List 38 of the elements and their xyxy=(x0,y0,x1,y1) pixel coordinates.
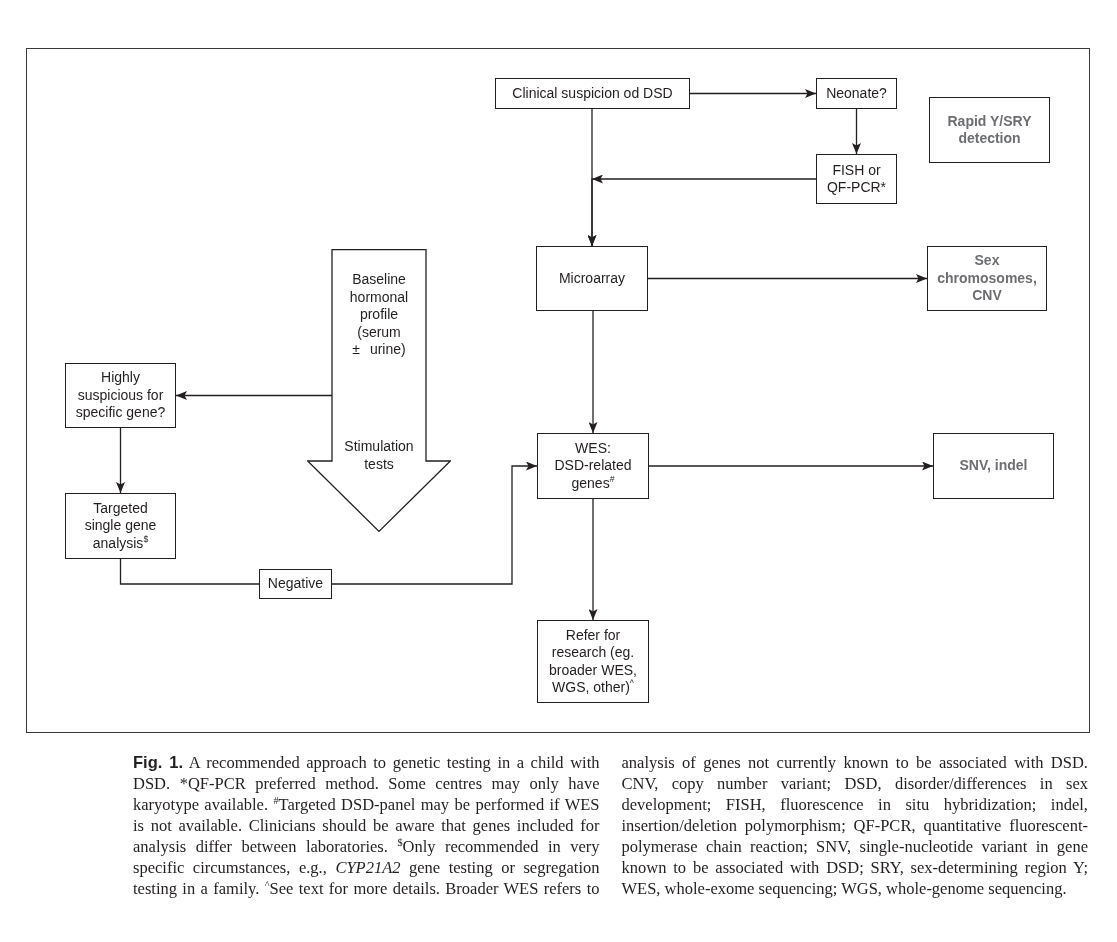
result-box xyxy=(929,97,1050,163)
process-box xyxy=(536,246,648,311)
arrow-label: Stimulation tests xyxy=(343,438,415,473)
connector-line xyxy=(119,558,260,585)
arrow xyxy=(648,461,934,471)
figure-caption: Fig. 1. A recommended approach to genetic testing in a child with DSD. *QF-PCR preferred method. Some centres may only have karyotype available. $^{#}$Targeted DSD-panel may be performed if WES is not available. Clinicians should be aware that genes included for analysis differ between laboratories. $^{$}$Only recommended in very specific circumstances, e.g., CYP21A2 gene testing or segregation testing in a family. $^{^}$See text for more details. Broader WES refers to analysis of genes not currently known to be associated with DSD. CNV, copy number variant; DSD, disorder/differences in sex development; FISH, fluorescence in situ hybridization; indel, insertion/deletion polymorphism; QF-PCR, quantitative fluorescent-polymerase chain reaction; SNV, single-nucleotide variant in gene known to be associated with DSD; SRY, sex-determining region Y; WES, whole-exome sequencing; WGS, whole-genome sequencing. xyxy=(133,752,1088,899)
arrow-label: Baseline hormonal profile (serum ± urine) xyxy=(349,271,409,359)
arrow xyxy=(587,108,597,247)
box-label: Sex chromosomes, CNV xyxy=(936,252,1038,305)
process-box xyxy=(537,433,649,499)
process-box xyxy=(259,569,332,599)
box-label: Targeted single gene analysis$^{$}$ xyxy=(83,499,158,553)
arrow xyxy=(852,108,861,155)
arrow xyxy=(647,274,928,283)
box-label: WES: DSD-related genes$^{#}$ xyxy=(553,439,633,493)
box-label: Neonate? xyxy=(826,84,887,103)
arrow xyxy=(689,89,817,98)
box-label: Clinical suspicion od DSD xyxy=(512,84,673,103)
decision-box xyxy=(816,78,897,109)
box-label: Highly suspicious for specific gene? xyxy=(74,369,167,422)
decision-box xyxy=(65,363,176,428)
box-label: SNV, indel xyxy=(959,457,1028,475)
arrow xyxy=(588,310,598,434)
process-box xyxy=(495,78,690,109)
arrow xyxy=(116,427,125,494)
process-box xyxy=(537,620,649,703)
process-box xyxy=(65,493,176,559)
box-label: Negative xyxy=(267,575,324,593)
arrow xyxy=(331,461,538,585)
box-label: FISH or QF-PCR* xyxy=(825,161,888,197)
arrow xyxy=(175,391,333,400)
result-box xyxy=(927,246,1047,311)
process-box xyxy=(816,154,897,204)
box-label: Microarray xyxy=(558,269,626,288)
result-box xyxy=(933,433,1054,499)
box-label: Rapid Y/SRY detection xyxy=(946,112,1033,148)
box-label: Refer for research (eg. broader WES, WGS, other)$^{^}$ xyxy=(548,626,638,697)
arrow xyxy=(588,498,598,621)
